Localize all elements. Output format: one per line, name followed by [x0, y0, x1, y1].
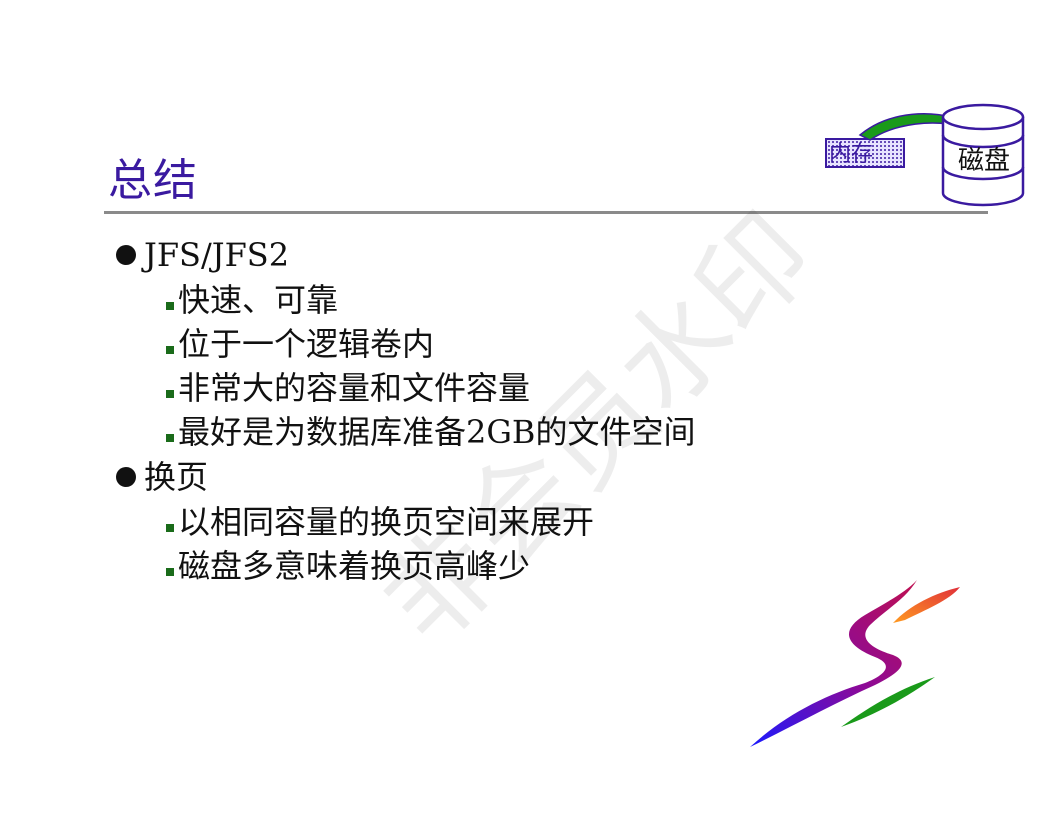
bullet-square-icon — [166, 302, 174, 310]
bullet-list: JFS/JFS2 快速、可靠 位于一个逻辑卷内 非常大的容量和文件容量 最好是为… — [116, 232, 695, 588]
bullet-square-icon — [166, 524, 174, 532]
bullet-square-icon — [166, 568, 174, 576]
bullet-paging: 换页 — [116, 454, 695, 500]
sub-bullet: 磁盘多意味着换页高峰少 — [116, 544, 695, 588]
sub-bullet: 非常大的容量和文件容量 — [116, 366, 695, 410]
slide-title: 总结 — [108, 155, 198, 206]
sub-bullet: 位于一个逻辑卷内 — [116, 322, 695, 366]
bullet-dot-icon — [116, 245, 136, 265]
disk-label: 磁盘 — [958, 146, 1011, 176]
bullet-jfs: JFS/JFS2 — [116, 232, 695, 278]
title-divider — [104, 211, 988, 214]
bullet-square-icon — [166, 346, 174, 354]
disk-diagram — [858, 103, 1025, 207]
sub-bullet: 以相同容量的换页空间来展开 — [116, 500, 695, 544]
disk-icon — [941, 117, 1025, 207]
bullet-square-icon — [166, 390, 174, 398]
sub-bullet: 快速、可靠 — [116, 278, 695, 322]
bullet-dot-icon — [116, 467, 136, 487]
bullet-square-icon — [166, 434, 174, 442]
memory-label: 内存 — [829, 142, 874, 167]
sub-bullet: 最好是为数据库准备2GB的文件空间 — [116, 410, 695, 454]
brand-swoosh-logo — [750, 580, 960, 747]
memory-box: 内存 — [825, 138, 905, 168]
